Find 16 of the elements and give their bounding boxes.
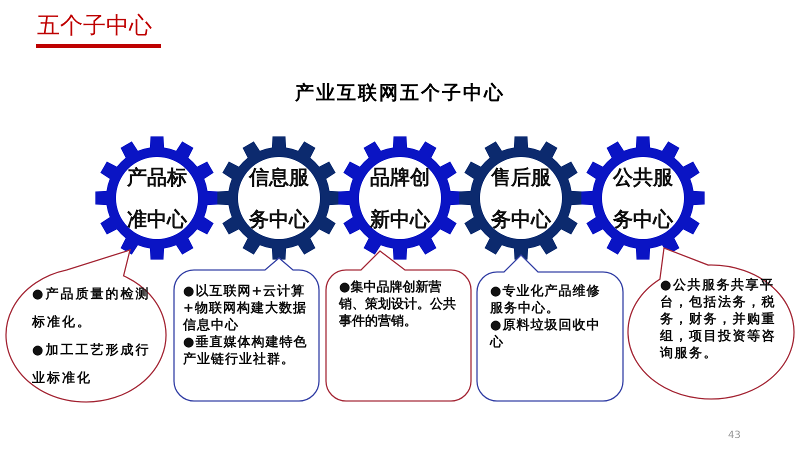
callout-text: ●以互联网+云计算+物联网构建大数据信息中心 [183, 284, 308, 334]
gear-label: 信息服务中心 [248, 164, 310, 233]
callout-text: ●原料垃圾回收中心 [490, 318, 602, 352]
gear-label: 公共服务中心 [612, 164, 674, 233]
heading: 五个子中心 [37, 12, 152, 41]
callout-text: ●产品质量的检测标准化。 [32, 286, 152, 332]
page-number: 43 [728, 430, 741, 441]
callout-text: ●公共服务共享平台，包括法务，税务，财务，并购重组，项目投资等咨询服务。 [660, 278, 777, 362]
callout-text: ●加工工艺形成行业标准化 [32, 342, 152, 388]
diagram-title: 产业互联网五个子中心 [295, 82, 505, 104]
callout-text: ●专业化产品维修服务中心。 [490, 284, 602, 318]
gear-label: 产品标准中心 [126, 164, 188, 233]
callout-text: ●集中品牌创新营销、策划设计。公共事件的营销。 [339, 280, 457, 331]
gear-label: 品牌创新中心 [369, 164, 431, 233]
gear-label: 售后服务中心 [490, 164, 552, 233]
callout-text: ●垂直媒体构建特色产业链行业社群。 [183, 334, 308, 368]
